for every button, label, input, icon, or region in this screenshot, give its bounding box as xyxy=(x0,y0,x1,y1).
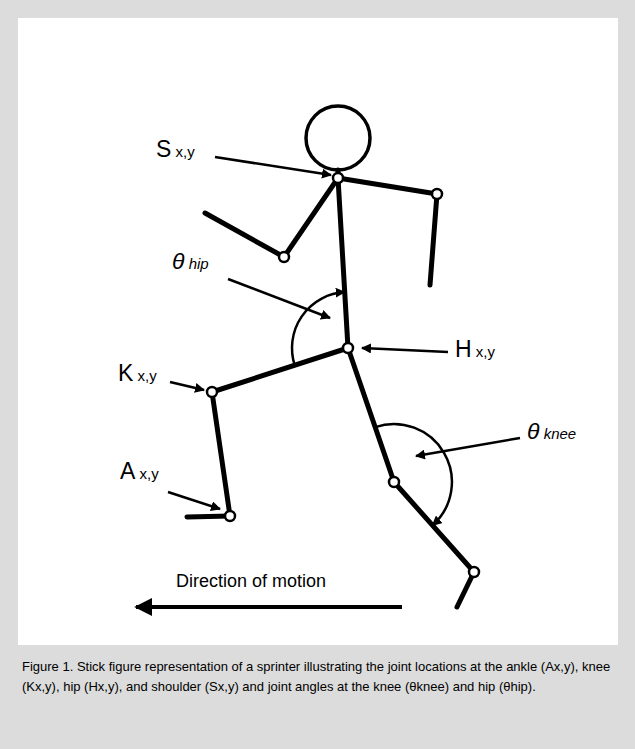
leader-arrows xyxy=(168,157,520,509)
direction-label: Direction of motion xyxy=(176,571,326,593)
stick-figure xyxy=(187,106,474,607)
joint-label: K x,y xyxy=(118,360,157,388)
joint-label: H x,y xyxy=(455,336,495,364)
angle-arcs xyxy=(292,292,452,525)
figure-caption: Figure 1. Stick figure representation of… xyxy=(22,657,614,696)
joint-label: S x,y xyxy=(156,136,195,164)
angle-label: θ hip xyxy=(172,248,209,276)
motion-arrow xyxy=(136,605,402,609)
joint-label: A x,y xyxy=(120,458,159,486)
angle-label: θ knee xyxy=(527,418,576,446)
joint-markers xyxy=(207,173,479,577)
